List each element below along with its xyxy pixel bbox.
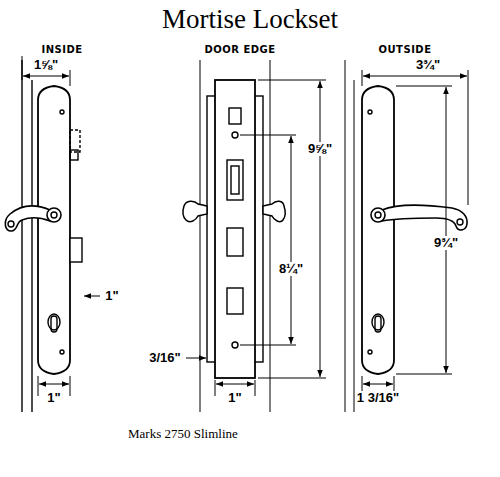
door-edge-view — [183, 60, 326, 412]
view-heading: DOOR EDGE — [204, 44, 275, 55]
dimension-label: 9⅝" — [307, 142, 333, 156]
outside-view — [345, 60, 468, 412]
view-heading: OUTSIDE — [379, 44, 432, 55]
dimension-label: 1 3/16" — [356, 391, 400, 405]
diagram-title: Mortise Lockset — [162, 4, 338, 35]
view-heading: INSIDE — [41, 44, 82, 55]
dimension-label: 1" — [104, 289, 119, 303]
dimension-label: 9¾" — [433, 236, 459, 250]
dimension-label: 1" — [227, 391, 242, 405]
dimension-label: 8¼" — [278, 262, 304, 276]
dimension-label: 3¾" — [415, 58, 441, 72]
dimension-label: 3/16" — [148, 351, 181, 365]
inside-view — [5, 56, 100, 412]
dimension-label: 1⅝" — [33, 58, 59, 72]
diagram-caption: Marks 2750 Slimline — [128, 426, 238, 442]
dimension-label: 1" — [46, 391, 61, 405]
